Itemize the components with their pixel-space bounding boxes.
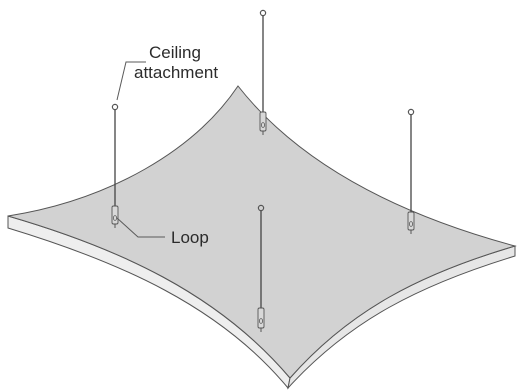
ceiling-attachment-label-line2: attachment	[134, 63, 218, 82]
ceiling-attachment-label-line1: Ceiling	[149, 43, 201, 62]
hanger-front	[257, 204, 265, 332]
hanger-left	[111, 103, 119, 228]
loop-leader	[116, 217, 165, 238]
hanger-top	[259, 9, 267, 135]
hanger-right	[407, 108, 415, 234]
loop-label: Loop	[171, 228, 209, 247]
ceiling-attachment-leader	[116, 61, 146, 101]
